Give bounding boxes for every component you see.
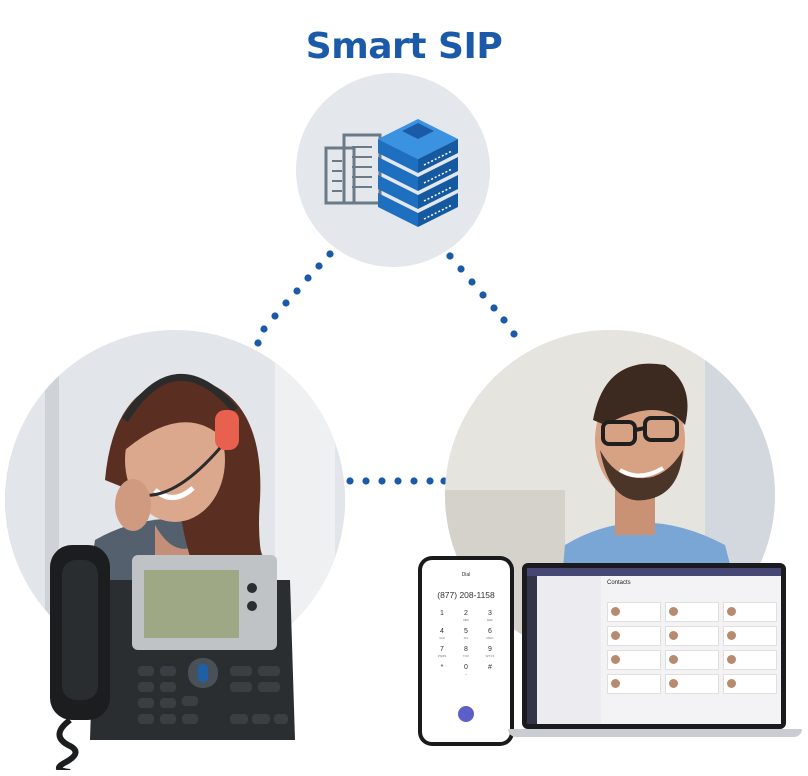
dial-key-letters: PQRS xyxy=(437,654,447,658)
dial-key-letters: WXYZ xyxy=(485,654,495,658)
laptop-base xyxy=(508,729,802,737)
contact-card[interactable] xyxy=(665,650,719,670)
contact-card[interactable] xyxy=(723,626,777,646)
dial-key[interactable]: 1 xyxy=(430,610,454,622)
dial-key[interactable]: 0+ xyxy=(454,664,478,676)
contact-card[interactable] xyxy=(665,626,719,646)
avatar xyxy=(611,631,620,640)
dial-key[interactable]: * xyxy=(430,664,454,676)
dial-key-letters: DEF xyxy=(487,618,493,622)
dial-key-digit: 2 xyxy=(464,610,468,617)
teams-rail xyxy=(527,576,537,724)
dial-key[interactable]: # xyxy=(478,664,502,676)
dial-key-digit: * xyxy=(440,664,444,671)
avatar xyxy=(669,607,678,616)
dial-key-letters: + xyxy=(465,672,467,676)
avatar xyxy=(727,607,736,616)
server-stack-icon xyxy=(378,119,458,227)
dial-key-digit: 0 xyxy=(464,664,468,671)
avatar xyxy=(669,655,678,664)
contact-card[interactable] xyxy=(723,602,777,622)
building-icon xyxy=(324,133,382,205)
page-title: Smart SIP xyxy=(305,26,503,67)
dial-key-digit: 4 xyxy=(440,628,444,635)
avatar xyxy=(669,631,678,640)
contacts-grid xyxy=(607,602,777,694)
contact-card[interactable] xyxy=(607,626,661,646)
dial-pane xyxy=(537,576,601,724)
dial-key-digit: 9 xyxy=(488,646,492,653)
avatar xyxy=(611,655,620,664)
dial-key-letters: ABC xyxy=(462,618,470,622)
avatar xyxy=(727,679,736,688)
contact-card[interactable] xyxy=(723,650,777,670)
dial-key-letters: JKL xyxy=(463,636,469,640)
avatar xyxy=(669,679,678,688)
dial-key-digit: 1 xyxy=(440,610,444,617)
avatar xyxy=(611,679,620,688)
avatar xyxy=(611,607,620,616)
dial-header: Dial xyxy=(461,572,471,578)
contacts-title: Contacts xyxy=(607,580,631,586)
dial-key-digit: 3 xyxy=(488,610,492,617)
dial-key-letters: MNO xyxy=(486,636,494,640)
dial-key-digit: 6 xyxy=(488,628,492,635)
contact-card[interactable] xyxy=(607,674,661,694)
contact-card[interactable] xyxy=(607,602,661,622)
contact-card[interactable] xyxy=(723,674,777,694)
dial-key-letters: GHI xyxy=(439,636,445,640)
contact-card[interactable] xyxy=(665,674,719,694)
teams-titlebar xyxy=(527,568,781,576)
dialed-number: (877) 208-1158 xyxy=(437,590,495,600)
dial-key-digit: 7 xyxy=(440,646,444,653)
avatar xyxy=(727,631,736,640)
dial-key-letters: TUV xyxy=(463,654,469,658)
contact-card[interactable] xyxy=(665,602,719,622)
contact-card[interactable] xyxy=(607,650,661,670)
dial-key-digit: 5 xyxy=(464,628,468,635)
cloud-pbx-circle xyxy=(296,73,490,267)
desk-phone-icon xyxy=(50,545,295,770)
avatar xyxy=(727,655,736,664)
dial-key-digit: 8 xyxy=(464,646,468,653)
laptop-icon: Contacts xyxy=(522,563,786,729)
dial-key-digit: # xyxy=(488,664,492,671)
call-button[interactable] xyxy=(458,706,474,722)
